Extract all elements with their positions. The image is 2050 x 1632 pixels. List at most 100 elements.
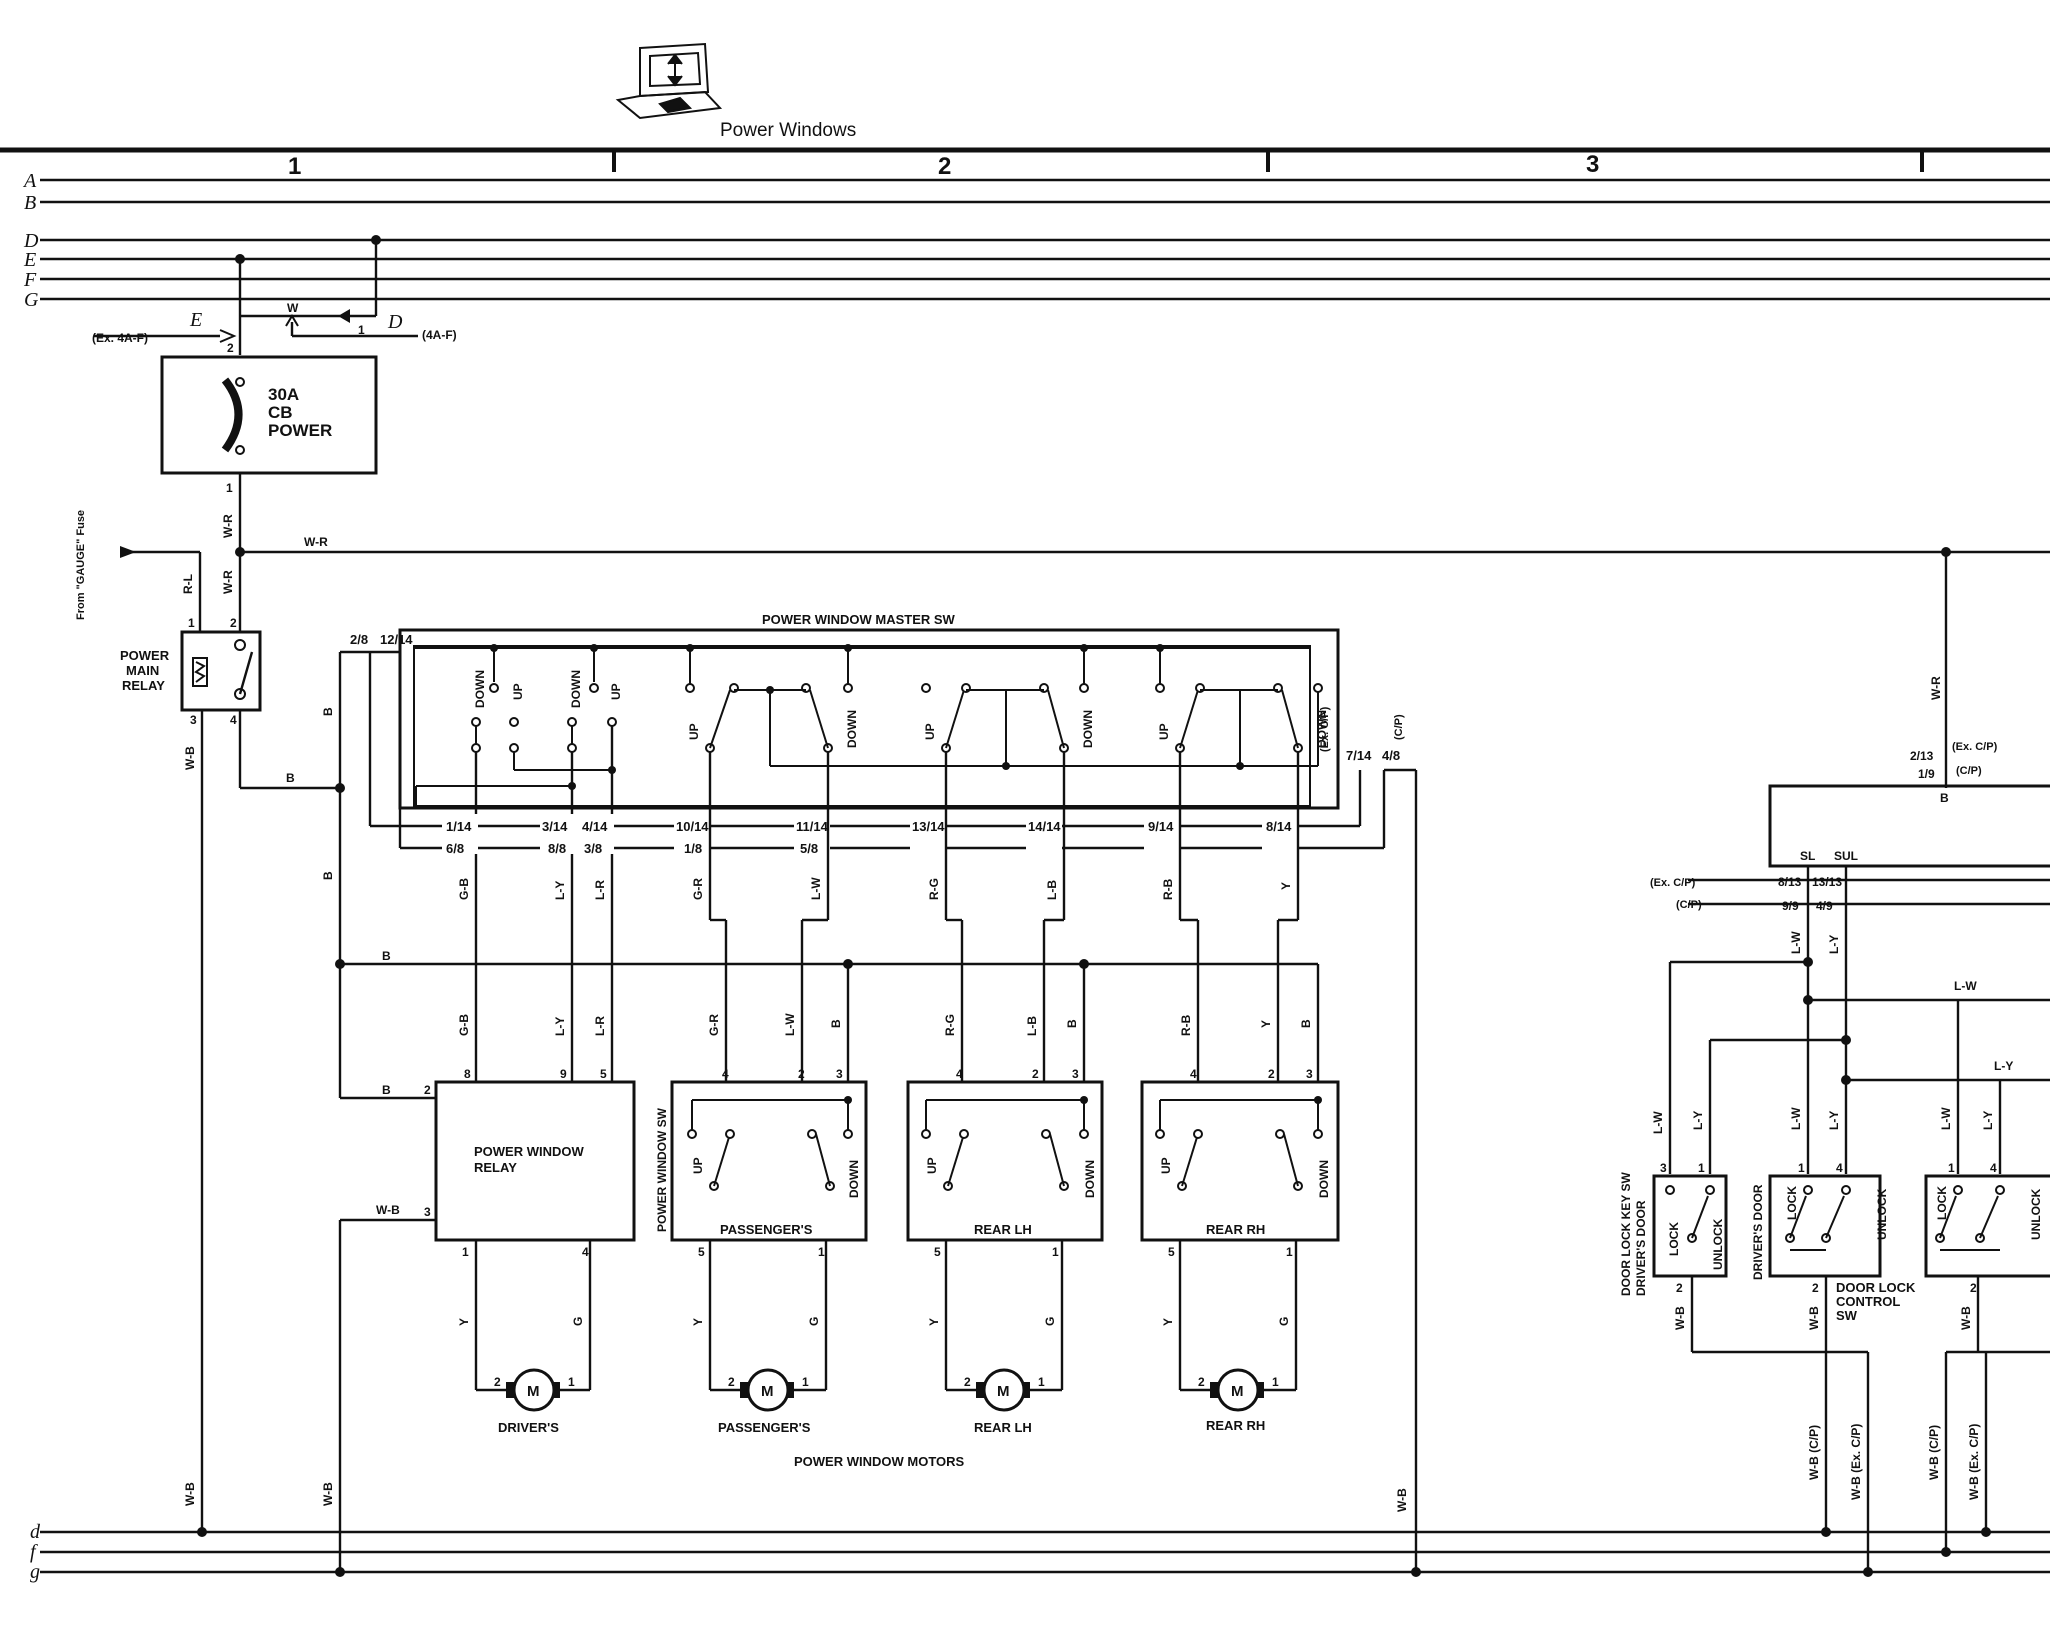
master-rlh-up: UP bbox=[923, 723, 937, 740]
wire-lw-right: L-W bbox=[1954, 979, 1977, 993]
rlh-pin-1: 1 bbox=[1052, 1245, 1059, 1259]
pwr-relay-pin-2: 2 bbox=[424, 1083, 431, 1097]
wire-rg-lower: R-G bbox=[943, 1014, 957, 1036]
feed-pin-1: 1 bbox=[358, 323, 365, 337]
motor-rear-lh-pin1: 1 bbox=[1038, 1375, 1045, 1389]
motor-drivers-pin1: 1 bbox=[568, 1375, 575, 1389]
wire-wr-cb: W-R bbox=[221, 514, 235, 538]
motor-rear-rh-pin1: 1 bbox=[1272, 1375, 1279, 1389]
door-lock-control-switch: LOCK UNLOCK DRIVER'S DOOR DOOR LOCK CONT… bbox=[1751, 1161, 1916, 1537]
pass-pin-2: 2 bbox=[798, 1067, 805, 1081]
power-window-relay: POWER WINDOW RELAY 2 3 8 9 5 1 4 W-B W-B bbox=[321, 1067, 636, 1577]
wire-lw-key: L-W bbox=[1651, 1111, 1665, 1134]
wire-g-rrh: G bbox=[1277, 1317, 1291, 1326]
key-pin-3: 3 bbox=[1660, 1161, 1667, 1175]
cb-line-1: 30A bbox=[268, 385, 299, 404]
grid-bar: 1 2 3 bbox=[0, 147, 2050, 180]
wire-rg-upper: R-G bbox=[927, 878, 941, 900]
wire-ly-right: L-Y bbox=[1994, 1059, 2013, 1073]
master-drv-down: DOWN bbox=[473, 670, 487, 708]
power-window-master-switch: POWER WINDOW MASTER SW 2/8 12/14 DOWN UP… bbox=[350, 612, 1405, 1082]
rrh-up: UP bbox=[1159, 1157, 1173, 1174]
wire-lw-ctrl: L-W bbox=[1789, 1107, 1803, 1130]
door-pin-4-9: 4/9 bbox=[1816, 899, 1833, 913]
pwr-relay-line-1: POWER WINDOW bbox=[474, 1144, 584, 1159]
wire-gb-lower: G-B bbox=[457, 1014, 471, 1036]
wire-lw-ctrl-2: L-W bbox=[1939, 1107, 1953, 1130]
ctrl2-lock: LOCK bbox=[1935, 1186, 1949, 1220]
diagram-title: Power Windows bbox=[720, 120, 856, 141]
door-cp-mid: (C/P) bbox=[1676, 899, 1702, 911]
power-feed: E D W 1 2 (Ex. 4A-F) (4A-F) bbox=[92, 235, 457, 355]
pw-sw-label: POWER WINDOW SW bbox=[655, 1107, 669, 1232]
master-drv-down-2: DOWN bbox=[569, 670, 583, 708]
wire-rb-lower: R-B bbox=[1179, 1014, 1193, 1036]
bus-label-e: E bbox=[23, 249, 36, 271]
pass-up: UP bbox=[691, 1157, 705, 1174]
motor-rear-rh: M 2 1 REAR RH bbox=[1198, 1368, 1279, 1433]
relay-pin-3: 3 bbox=[190, 713, 197, 727]
wire-b-vert-2: B bbox=[321, 871, 335, 880]
wire-ly-lower: L-Y bbox=[553, 1017, 567, 1036]
pwr-relay-pin-1: 1 bbox=[462, 1245, 469, 1259]
motor-drivers-m: M bbox=[527, 1383, 540, 1400]
relay-pin-1: 1 bbox=[188, 616, 195, 630]
rrh-pin-3: 3 bbox=[1306, 1067, 1313, 1081]
rrh-down: DOWN bbox=[1317, 1160, 1331, 1198]
door-sul-label: SUL bbox=[1834, 849, 1858, 863]
wire-y-rlh: Y bbox=[927, 1318, 941, 1326]
pwr-relay-pin-9: 9 bbox=[560, 1067, 567, 1081]
wire-wb-excp-1: W-B (Ex. C/P) bbox=[1849, 1424, 1863, 1500]
pin-5-8: 5/8 bbox=[800, 841, 818, 856]
door-pin-2-13: 2/13 bbox=[1910, 749, 1934, 763]
pin-8-14: 8/14 bbox=[1266, 819, 1292, 834]
master-rrh-up: UP bbox=[1157, 723, 1171, 740]
motor-rear-rh-m: M bbox=[1231, 1383, 1244, 1400]
master-pass-down: DOWN bbox=[845, 710, 859, 748]
wire-gr-upper: G-R bbox=[691, 878, 705, 900]
feed-ex4af: (Ex. 4A-F) bbox=[92, 331, 148, 345]
bottom-buses: d f g bbox=[30, 1521, 2050, 1583]
pin-4-14: 4/14 bbox=[582, 819, 608, 834]
key-sw-label-1: DOOR LOCK KEY SW bbox=[1619, 1172, 1633, 1296]
ctrl-label-3: SW bbox=[1836, 1308, 1858, 1323]
pwr-relay-pin-8: 8 bbox=[464, 1067, 471, 1081]
wire-lb-lower: L-B bbox=[1025, 1016, 1039, 1036]
gauge-fuse-label: From "GAUGE" Fuse bbox=[75, 510, 87, 620]
motors-caption: POWER WINDOW MOTORS bbox=[794, 1454, 965, 1469]
ctrl-pin-2: 2 bbox=[1812, 1281, 1819, 1295]
wire-y-upper: Y bbox=[1279, 882, 1293, 890]
key-unlock: UNLOCK bbox=[1711, 1218, 1725, 1270]
door-exc-top: (Ex. C/P) bbox=[1952, 741, 1998, 753]
wire-lw-door-1: L-W bbox=[1789, 931, 1803, 954]
rlh-label: REAR LH bbox=[974, 1222, 1032, 1237]
wire-y-rrh: Y bbox=[1161, 1318, 1175, 1326]
wire-lw-lower: L-W bbox=[783, 1013, 797, 1036]
master-pin-2-8: 2/8 bbox=[350, 632, 368, 647]
wire-wb-excp-2: W-B (Ex. C/P) bbox=[1967, 1424, 1981, 1500]
ctrl-pin-1: 1 bbox=[1798, 1161, 1805, 1175]
door-b-label: B bbox=[1940, 791, 1949, 805]
wire-b-rlh: B bbox=[1065, 1019, 1079, 1028]
wire-y-lower: Y bbox=[1259, 1020, 1273, 1028]
sub-switch-rear-rh: UP DOWN REAR RH 4 2 3 5 1 bbox=[1140, 1067, 1340, 1259]
pin-13-14: 13/14 bbox=[912, 819, 945, 834]
wire-gr-lower: G-R bbox=[707, 1014, 721, 1036]
door-lock-section: 2/13 (Ex. C/P) 1/9 (C/P) B SL SUL (Ex. C… bbox=[1619, 741, 2050, 1572]
b-distribution: B B B B bbox=[321, 650, 1320, 1100]
master-drv-up-2: UP bbox=[609, 683, 623, 700]
door-lock-key-switch: LOCK UNLOCK DOOR LOCK KEY SW DRIVER'S DO… bbox=[1619, 1161, 1870, 1572]
ctrl2-pin-2: 2 bbox=[1970, 1281, 1977, 1295]
master-exc-label: (Ex. C/P) bbox=[1319, 706, 1331, 752]
master-pass-up: UP bbox=[687, 723, 701, 740]
key-pin-1: 1 bbox=[1698, 1161, 1705, 1175]
grid-col-2: 2 bbox=[938, 153, 951, 180]
ctrl-lock: LOCK bbox=[1785, 1186, 1799, 1220]
wire-wb-cp-1: W-B (C/P) bbox=[1807, 1425, 1821, 1480]
grid-col-3: 3 bbox=[1586, 151, 1599, 178]
wire-wb-ctrl: W-B bbox=[1807, 1306, 1821, 1330]
pass-down: DOWN bbox=[847, 1160, 861, 1198]
pin-8-8: 8/8 bbox=[548, 841, 566, 856]
